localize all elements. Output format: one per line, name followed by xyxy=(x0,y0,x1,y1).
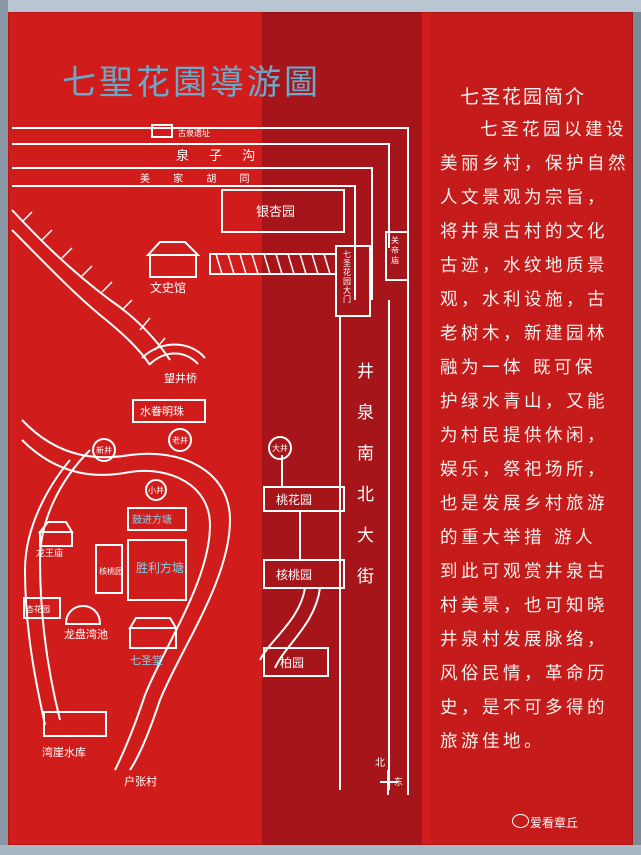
label-xinghua: 杏花园 xyxy=(26,604,50,614)
intro-line: 人文景观为宗旨， xyxy=(440,188,608,208)
label-gucun: 古泉遗址 xyxy=(178,128,210,138)
label-gujin: 鼓进方塘 xyxy=(132,513,172,526)
intro-line: 观，水利设施，古 xyxy=(440,290,608,310)
sky-top xyxy=(0,0,641,12)
intro-line: 将井泉古村的文化 xyxy=(440,222,608,242)
label-xiaojing: 小井 xyxy=(148,485,164,495)
sign-board xyxy=(8,12,633,845)
label-hetao: 核桃园 xyxy=(276,567,312,582)
intro-line: 美丽乡村，保护自然 xyxy=(440,154,629,174)
label-luzhang: 户张村 xyxy=(124,774,157,788)
compass-east: 东 xyxy=(394,776,403,788)
label-dajing: 大井 xyxy=(272,443,288,453)
intro-line: 井泉村发展脉络， xyxy=(440,630,608,650)
sky-left xyxy=(0,0,8,855)
intro-panel xyxy=(430,12,633,845)
label-baiyuan: 柏园 xyxy=(280,655,304,670)
label-longpan: 龙盘湾池 xyxy=(64,627,108,641)
compass-north: 北 xyxy=(375,757,385,769)
label-xinjing: 新井 xyxy=(96,445,112,455)
label-shengli: 胜利方塘 xyxy=(136,560,184,575)
map-title: 七聖花園導游圖 xyxy=(62,63,321,103)
intro-line: 风俗民情，革命历 xyxy=(440,664,608,684)
label-wanya: 湾崖水库 xyxy=(42,745,86,759)
label-wenshi: 文史馆 xyxy=(150,280,186,295)
intro-title: 七圣花园简介 xyxy=(460,86,587,108)
wechat-icon xyxy=(512,814,529,828)
label-quanzigou: 泉 子 沟 xyxy=(176,148,263,164)
intro-line: 为村民提供休闲， xyxy=(440,426,608,446)
intro-line: 到此可观赏井泉古 xyxy=(440,562,608,582)
intro-line: 史，是不可多得的 xyxy=(440,698,608,718)
label-longwangmiao: 龙王庙 xyxy=(36,547,63,559)
label-yinxing: 银杏园 xyxy=(256,205,295,220)
label-street: 井泉南北大街 xyxy=(357,362,374,587)
label-taohua: 桃花园 xyxy=(276,492,312,507)
intro-line: 融为一体 既可保 xyxy=(440,358,597,378)
intro-line: 老树木，新建园林 xyxy=(440,324,608,344)
label-shuijuan: 水眷明珠 xyxy=(140,404,184,418)
watermark: 爱看章丘 xyxy=(530,816,579,830)
intro-line: 村美景，也可知晓 xyxy=(440,596,608,616)
intro-line: 旅游佳地。 xyxy=(440,732,545,752)
label-meijiahutong: 美 家 胡 同 xyxy=(140,172,260,185)
label-laojing: 老井 xyxy=(172,435,188,445)
intro-line: 的重大举措 游人 xyxy=(440,528,597,548)
intro-line: 娱乐，祭祀场所， xyxy=(440,460,608,480)
intro-line: 古迹，水纹地质景 xyxy=(440,256,608,276)
sign-base xyxy=(0,845,641,855)
label-hetaoyuan-left: 核桃园 xyxy=(99,566,123,576)
intro-line: 七圣花园以建设 xyxy=(480,120,627,140)
label-gate: 七圣花园大门 xyxy=(343,250,351,304)
label-qisheng: 七圣堂 xyxy=(130,654,163,667)
label-wangjing: 望井桥 xyxy=(164,371,197,385)
intro-line: 护绿水青山，又能 xyxy=(440,392,608,412)
intro-line: 也是发展乡村旅游 xyxy=(440,494,608,514)
label-guandimiao: 关帝庙 xyxy=(391,236,399,265)
shadow-band xyxy=(262,12,422,845)
